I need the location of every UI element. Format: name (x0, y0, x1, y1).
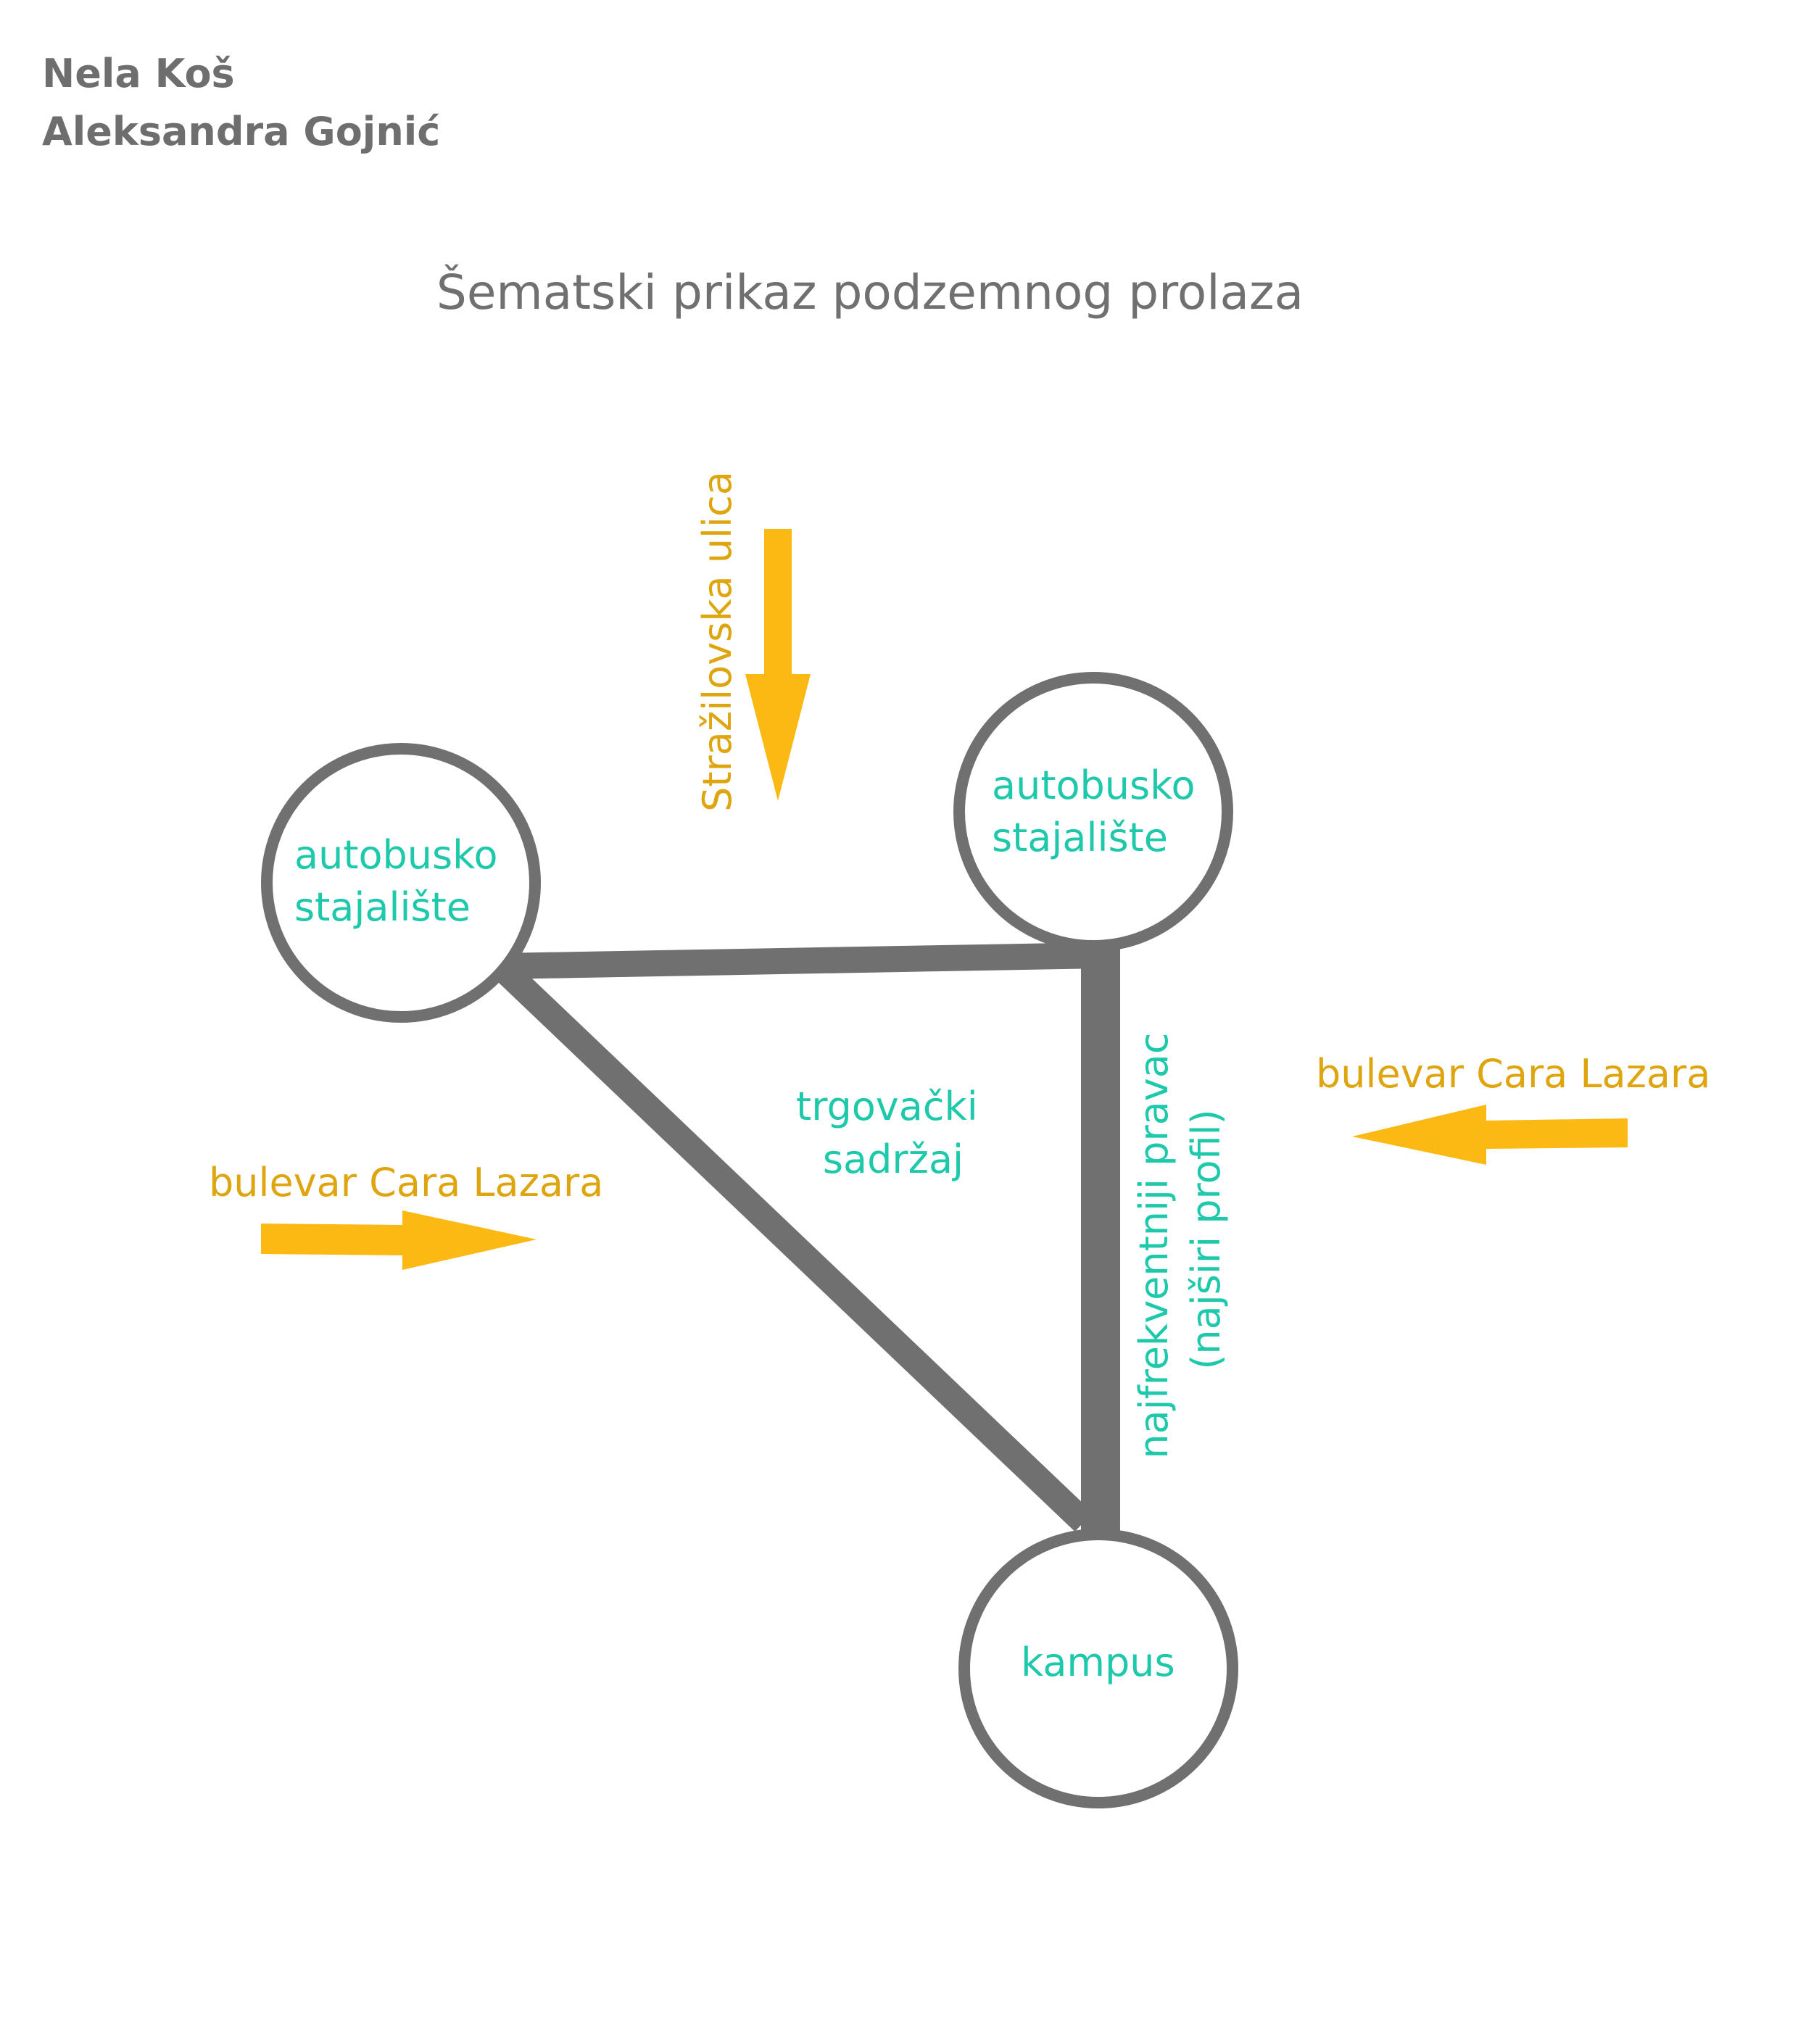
campus-label: kampus (1021, 1640, 1175, 1685)
author-1: Nela Koš (42, 51, 235, 96)
main-route-line-2: (najširi profil) (1183, 1109, 1229, 1369)
author-2: Aleksandra Gojnić (42, 109, 441, 154)
arrow-left-icon (1352, 1105, 1628, 1165)
center-line-1: trgovački (796, 1084, 978, 1129)
stop-right-line-1: autobusko (992, 763, 1196, 808)
stop-right-line-2: stajalište (992, 815, 1168, 860)
stop-left-line-2: stajalište (294, 884, 471, 930)
center-label: trgovački sadržaj (796, 1084, 990, 1182)
center-line-2: sadržaj (823, 1137, 964, 1182)
authors: Nela Koš Aleksandra Gojnić (42, 45, 440, 161)
edge-left-stop-to-right-stop (500, 942, 1103, 979)
arrow-right-icon (261, 1210, 536, 1270)
main-route-line-1: najfrekventniji pravac (1131, 1033, 1177, 1459)
boulevard-right-label: bulevar Cara Lazara (1316, 1051, 1710, 1097)
street-top-label: Stražilovska ulica (695, 471, 740, 812)
node-campus (958, 1529, 1238, 1808)
stop-left-line-1: autobusko (294, 832, 498, 878)
node-stop-right (953, 672, 1233, 952)
stop-left-label: autobusko stajalište (294, 832, 510, 930)
node-stop-left (261, 743, 541, 1023)
page-title: Šematski prikaz podzemnog prolaza (436, 265, 1304, 320)
stop-right-label: autobusko stajalište (992, 763, 1208, 860)
edge-left-stop-to-campus (491, 956, 1093, 1532)
boulevard-left-label: bulevar Cara Lazara (209, 1160, 603, 1205)
arrow-down-icon (745, 529, 811, 801)
main-route-label: najfrekventniji pravac (najširi profil) (1131, 1020, 1229, 1458)
